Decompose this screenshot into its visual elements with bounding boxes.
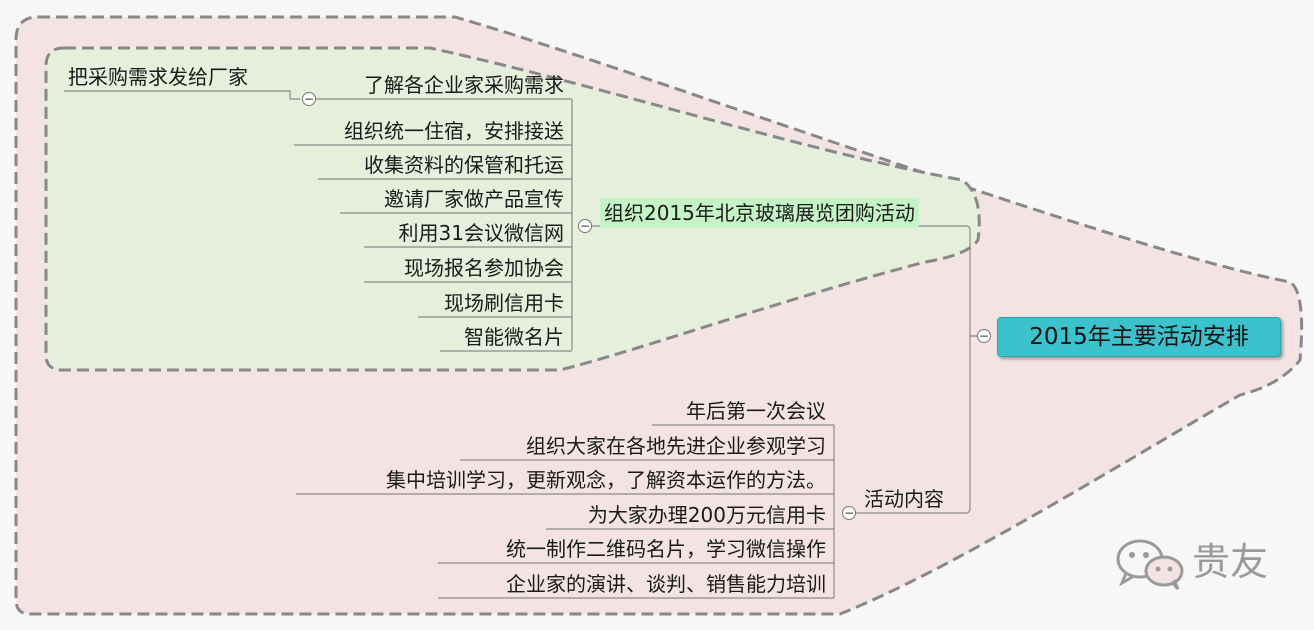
act-item-5[interactable]: 企业家的演讲、谈判、销售能力培训 [506,572,826,596]
expo-item-4[interactable]: 现场报名参加协会 [404,256,564,280]
collapse-sub-toggle[interactable]: − [302,92,316,106]
sub-child-label[interactable]: 把采购需求发给厂家 [68,65,248,89]
expo-item-6[interactable]: 智能微名片 [464,325,564,349]
collapse-activities-toggle[interactable]: − [842,506,856,520]
act-item-0[interactable]: 年后第一次会议 [686,399,826,423]
brand-text: 贵友 [1192,540,1269,584]
wechat-icon [1116,539,1184,590]
branch-expo-label[interactable]: 组织2015年北京玻璃展览团购活动 [600,198,919,228]
act-item-2[interactable]: 集中培训学习，更新观念，了解资本运作的方法。 [386,468,826,492]
expo-item-5[interactable]: 现场刷信用卡 [444,291,564,315]
connector-lines [64,90,990,599]
act-item-3[interactable]: 为大家办理200万元信用卡 [587,503,826,527]
expo-item-1[interactable]: 收集资料的保管和托运 [364,153,564,177]
sub-branch-label[interactable]: 了解各企业家采购需求 [364,73,564,97]
inner-boundary [44,46,981,372]
collapse-expo-toggle[interactable]: − [578,219,592,233]
act-item-4[interactable]: 统一制作二维码名片，学习微信操作 [506,537,826,561]
expo-item-2[interactable]: 邀请厂家做产品宣传 [384,187,564,211]
collapse-root-toggle[interactable]: − [977,329,991,343]
link-sub-child [64,90,300,100]
brand-watermark: 贵友 [1110,533,1268,593]
branch-activities-label[interactable]: 活动内容 [864,487,944,511]
link-root-expo [600,225,990,337]
expo-item-3[interactable]: 利用31会议微信网 [398,221,564,245]
expo-item-0[interactable]: 组织统一住宿，安排接送 [344,119,564,143]
link-root-activities [860,335,990,514]
act-item-1[interactable]: 组织大家在各地先进企业参观学习 [526,434,826,458]
root-node[interactable]: 2015年主要活动安排 [997,317,1281,357]
